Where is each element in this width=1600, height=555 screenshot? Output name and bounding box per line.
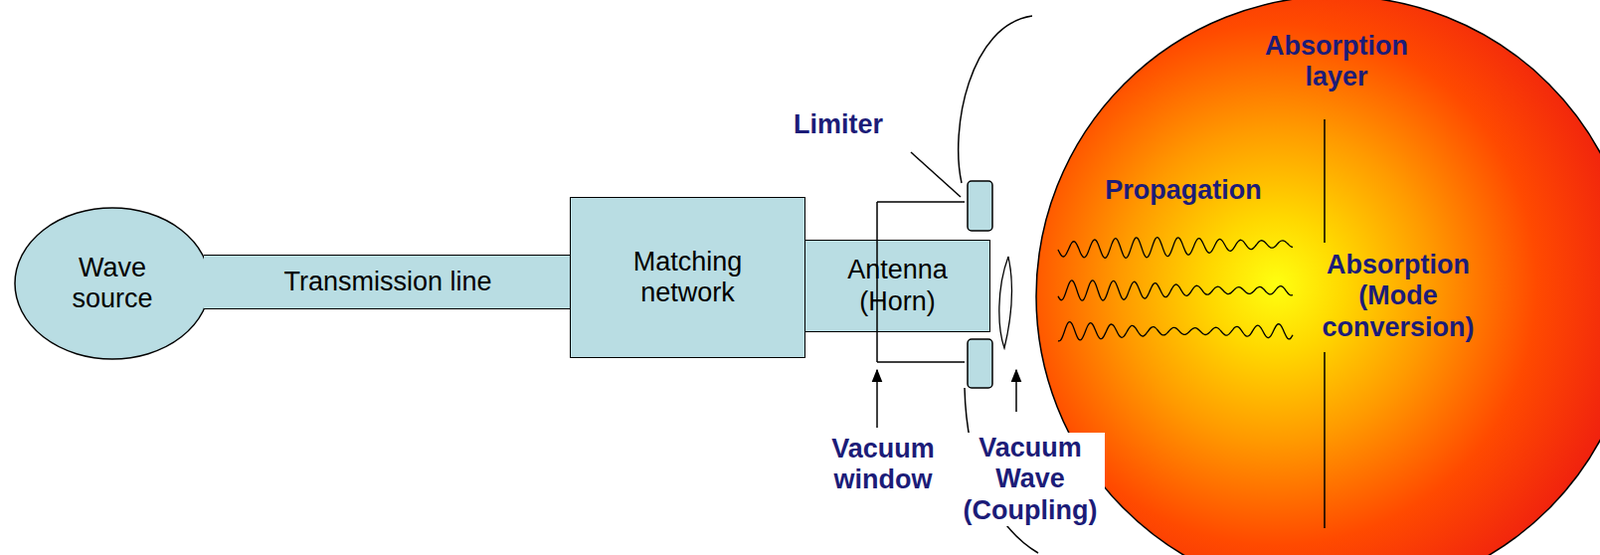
vacuum-wave [999,256,1013,349]
plasma-circle: Absorption layerPropagationAbsorption (M… [1035,0,1600,555]
source-ellipse: Wave source [13,206,211,360]
wave-line [1058,280,1293,301]
pointer-arrow [876,369,879,428]
part-label: Limiter [790,109,887,141]
vessel-wall [958,15,1033,183]
absorption-layer-line [1323,119,1326,529]
limiter-lower [967,339,993,388]
part-label: Vacuum window [813,433,953,496]
text-holder: Limiter [763,109,913,141]
node-label: Matching network [613,246,763,309]
propagating-waves [1058,237,1293,342]
process-box: Matching network [569,196,806,358]
node-label: Antenna (Horn) [823,254,973,317]
pointer-arrow [1015,369,1018,412]
wave-line [1058,237,1293,259]
text-holder: Absorption (Mode conversion) [1303,249,1493,343]
plasma-shape [1036,0,1600,555]
node-label: Wave source [47,252,178,315]
text-holder: Vacuum Wave (Coupling) [955,432,1105,526]
ellipse-shape [14,207,210,359]
text-holder: Propagation [1068,175,1298,206]
region-label: Absorption layer [1232,30,1441,93]
leader-line [910,152,961,197]
region-label: Absorption (Mode conversion) [1303,249,1493,343]
vacuum-window [877,201,965,362]
wave-line [1058,322,1293,342]
text-holder: Absorption layer [1232,30,1441,93]
part-label: Vacuum Wave (Coupling) [955,432,1105,526]
transmission-band: Transmission line [203,254,572,310]
node-label: Transmission line [228,266,547,298]
text-holder: Vacuum window [813,433,953,496]
limiter-upper [967,180,993,231]
region-label: Propagation [1068,175,1298,206]
process-box: Antenna (Horn) [804,239,991,333]
